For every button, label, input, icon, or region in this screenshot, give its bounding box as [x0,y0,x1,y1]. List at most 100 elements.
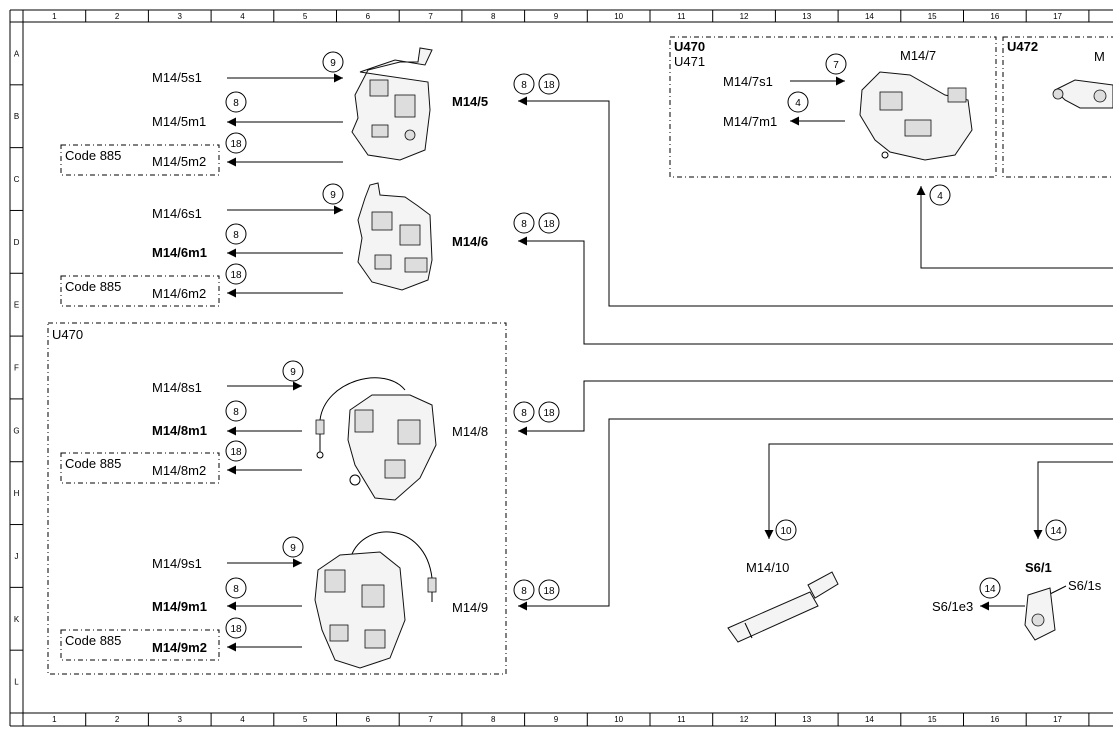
u472-actuator-image [1052,79,1113,109]
column-label: 7 [428,12,433,21]
column-ticks: 1122334455667788991010111112121313141415… [22,10,1090,726]
circle-m14-5m2: 18 [225,132,247,154]
label-u471: U471 [674,54,705,69]
label-m14-5m2: M14/5m2 [152,154,206,169]
column-label: 1 [52,12,57,21]
svg-text:18: 18 [230,624,242,635]
svg-text:18: 18 [543,586,555,597]
svg-text:7: 7 [833,60,839,71]
svg-text:18: 18 [230,447,242,458]
wiring [518,96,1113,611]
svg-text:8: 8 [521,408,527,419]
column-label: 17 [1053,715,1062,724]
label-s6-1e3: S6/1e3 [932,599,973,614]
label-m14-9: M14/9 [452,600,488,615]
svg-text:18: 18 [543,408,555,419]
circle-m14-8m1: 8 [225,400,247,422]
row-label: H [14,489,20,498]
circle-m14-6-b: 18 [538,212,560,234]
box-u470-rear [47,322,507,675]
component-m14-10: M14/10 [727,560,839,643]
label-s6-1: S6/1 [1025,560,1052,575]
label-m14-8s1: M14/8s1 [152,380,202,395]
column-label: 13 [802,715,811,724]
label-m14-8m2: M14/8m2 [152,463,206,478]
label-m14-6m2: M14/6m2 [152,286,206,301]
lock-actuator-image [315,377,437,501]
column-label: 10 [614,12,623,21]
row-label: D [14,238,20,247]
svg-text:8: 8 [521,80,527,91]
code-label-d: Code 885 [65,633,121,648]
svg-text:8: 8 [233,98,239,109]
row-label: B [14,112,19,121]
svg-text:9: 9 [290,543,296,554]
column-label: 12 [740,715,749,724]
label-m14-5s1: M14/5s1 [152,70,202,85]
code-box-c [60,452,220,484]
row-label: G [13,426,19,435]
label-m14-5m1: M14/5m1 [152,114,206,129]
label-m14-9m1: M14/9m1 [152,599,207,614]
box-u470-u471 [669,36,997,178]
label-s6-1s-partial: S6/1s [1068,578,1102,593]
component-m14-5: M14/5s1 M14/5m1 M14/5m2 M14/5 [152,47,488,169]
svg-text:18: 18 [230,139,242,150]
circle-m14-8-b: 18 [538,401,560,423]
circle-m14-6m1: 8 [225,223,247,245]
svg-text:9: 9 [290,367,296,378]
tailgate-lock-image [859,71,973,161]
circle-m14-8-a: 8 [513,401,535,423]
component-s6-1: S6/1 S6/1s S6/1e3 [932,560,1102,641]
row-label: E [14,301,19,310]
column-label: 15 [928,12,937,21]
circle-m14-7m1: 4 [787,91,809,113]
column-label: 3 [178,715,183,724]
code-box-b [60,275,220,307]
svg-text:8: 8 [233,230,239,241]
circle-m14-8s1: 9 [282,360,304,382]
circle-m14-5-b: 18 [538,73,560,95]
svg-text:8: 8 [233,407,239,418]
svg-text:18: 18 [543,219,555,230]
label-m14-6: M14/6 [452,234,488,249]
circle-m14-6m2: 18 [225,263,247,285]
circle-m14-9m2: 18 [225,617,247,639]
box-u472 [1002,36,1113,178]
column-label: 13 [802,12,811,21]
svg-text:10: 10 [780,526,792,537]
lock-actuator-image [357,182,433,291]
circle-m14-10: 10 [775,519,797,541]
column-label: 2 [115,715,120,724]
label-m14-9m2: M14/9m2 [152,640,207,655]
svg-text:18: 18 [230,270,242,281]
grid-frame [9,9,1113,727]
component-m14-9: M14/9s1 M14/9m1 M14/9m2 M14/9 [152,531,488,669]
code-box-d [60,629,220,661]
label-m14-7m1: M14/7m1 [723,114,777,129]
circle-m14-9-b: 18 [538,579,560,601]
svg-text:9: 9 [330,190,336,201]
label-u470: U470 [674,39,705,54]
column-label: 7 [428,715,433,724]
column-label: 4 [240,715,245,724]
row-label: K [14,615,20,624]
circle-m14-8m2: 18 [225,440,247,462]
svg-text:4: 4 [937,191,943,202]
column-label: 12 [740,12,749,21]
label-m14-8: M14/8 [452,424,488,439]
label-m14-8m1: M14/8m1 [152,423,207,438]
row-label: A [14,49,20,58]
circle-m14-9s1: 9 [282,536,304,558]
column-label: 9 [554,715,559,724]
label-m14-7: M14/7 [900,48,936,63]
label-u472: U472 [1007,39,1038,54]
svg-text:8: 8 [521,586,527,597]
circle-m14-5s1: 9 [322,51,344,73]
column-label: 6 [366,12,371,21]
column-label: 9 [554,12,559,21]
column-label: 2 [115,12,120,21]
label-u470-rear: U470 [52,327,83,342]
